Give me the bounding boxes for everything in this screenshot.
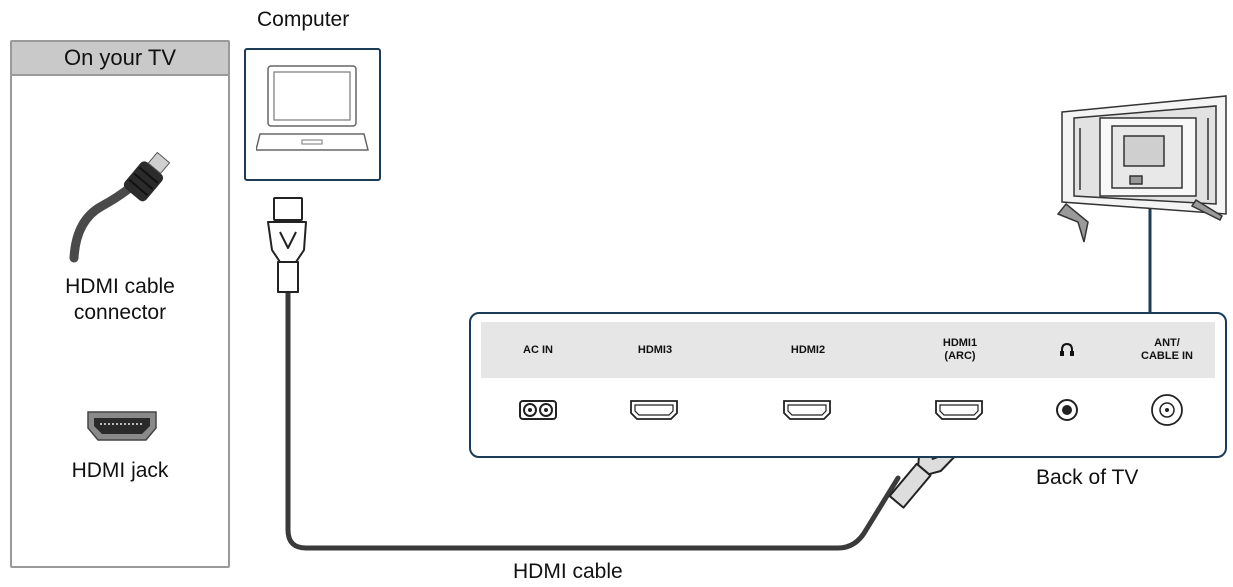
computer-box (244, 48, 381, 181)
headphone-icon (1060, 343, 1074, 356)
ac-power-icon (519, 400, 557, 420)
headphone-jack-icon (1056, 399, 1078, 421)
hdmi-cable-connector-icon (69, 151, 171, 263)
legend-label-connector: HDMI cable connector (65, 275, 175, 324)
hdmi-jack-icon (87, 411, 157, 441)
port-label-ac-in: AC IN (523, 343, 553, 356)
hdmi-plug-computer-icon (267, 197, 307, 293)
tv-port-panel: AC IN HDMI3 HDMI2 HDMI1 (ARC) ANT/ CABLE… (469, 312, 1227, 458)
port-label-strip: AC IN HDMI3 HDMI2 HDMI1 (ARC) ANT/ CABLE… (481, 322, 1215, 378)
port-label-hdmi1: HDMI1 (ARC) (942, 337, 978, 362)
hdmi-port-icon (783, 400, 831, 420)
back-of-tv-caption: Back of TV (1036, 466, 1139, 489)
legend-label-jack: HDMI jack (71, 459, 169, 482)
port-label-headphone (1022, 322, 1112, 378)
coax-port-icon (1151, 394, 1183, 426)
legend-header: On your TV (12, 42, 228, 76)
hdmi-port-icon (630, 400, 678, 420)
laptop-icon (256, 65, 369, 151)
hdmi-cable-caption: HDMI cable (513, 560, 623, 583)
hdmi-port-icon (935, 400, 983, 420)
port-label-ant-cable-in: ANT/ CABLE IN (1141, 337, 1193, 362)
computer-caption: Computer (257, 8, 350, 31)
hdmi-cable (285, 289, 901, 551)
port-label-hdmi2: HDMI2 (790, 343, 826, 356)
legend-panel: On your TV HDMI cable connector HDMI jac… (10, 40, 230, 568)
tv-rear-illustration (1056, 95, 1227, 243)
port-label-hdmi3: HDMI3 (637, 343, 673, 356)
